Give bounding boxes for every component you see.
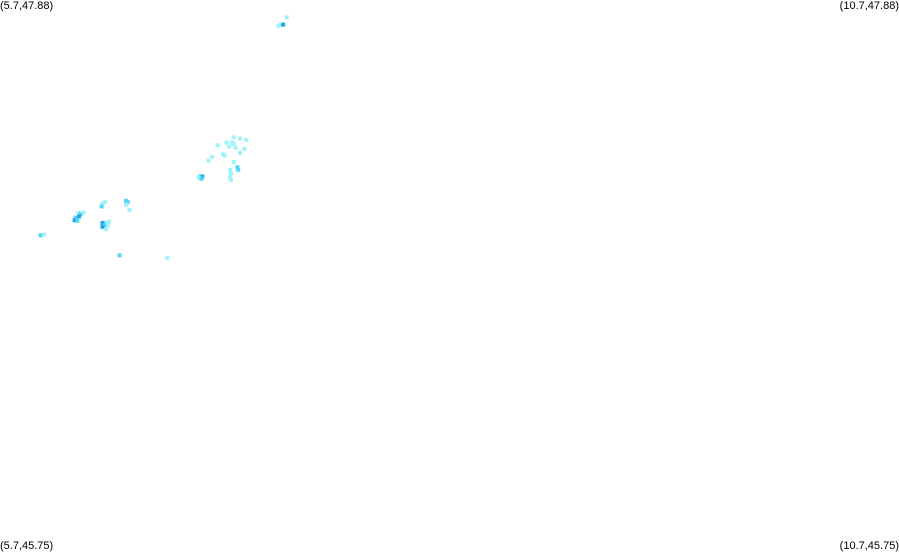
map-point [100, 224, 105, 229]
map-point [238, 136, 242, 141]
map-point [123, 202, 128, 207]
map-point [224, 140, 229, 145]
map-point [100, 220, 105, 225]
map-point [165, 255, 170, 260]
map-point [104, 227, 109, 232]
map-point [233, 145, 238, 150]
map-point [276, 23, 281, 28]
map-point [227, 144, 232, 149]
map-point [231, 141, 236, 146]
map-point [228, 175, 233, 180]
corner-coordinate-top-right: (10.7,47.88) [839, 0, 899, 12]
map-point [106, 219, 111, 224]
map-point [236, 167, 241, 172]
map-point [117, 253, 122, 258]
map-point [196, 175, 201, 180]
map-point [210, 154, 215, 159]
map-point [104, 220, 109, 225]
corner-coordinate-top-left: (5.7,47.88) [0, 0, 54, 12]
map-point [238, 150, 242, 155]
map-point [73, 215, 78, 220]
map-point [242, 147, 247, 151]
map-point [281, 22, 286, 27]
map-point [78, 211, 83, 216]
corner-coordinate-bottom-left: (5.7,45.75) [0, 540, 54, 552]
map-point [222, 153, 227, 158]
map-point [200, 174, 205, 179]
map-point [42, 232, 47, 237]
map-point [127, 207, 132, 212]
map-point [215, 143, 220, 148]
map-point [103, 200, 108, 205]
map-point [235, 165, 240, 170]
map-point [100, 201, 105, 206]
map-point [231, 160, 236, 164]
map-point [206, 158, 211, 163]
map-point [72, 218, 77, 223]
map-point [229, 171, 233, 176]
map-point [199, 176, 204, 181]
map-point [229, 178, 233, 183]
map-point [244, 137, 249, 142]
corner-coordinate-bottom-right: (10.7,45.75) [839, 540, 899, 552]
map-point [284, 15, 289, 20]
map-point [228, 167, 233, 172]
map-point [125, 200, 130, 205]
map-point [99, 204, 104, 209]
map-point [76, 211, 81, 215]
map-point [38, 233, 43, 238]
map-point [77, 214, 82, 219]
map-point [231, 135, 236, 140]
map-point [81, 210, 86, 215]
map-point [75, 218, 80, 223]
map-point [105, 223, 110, 228]
